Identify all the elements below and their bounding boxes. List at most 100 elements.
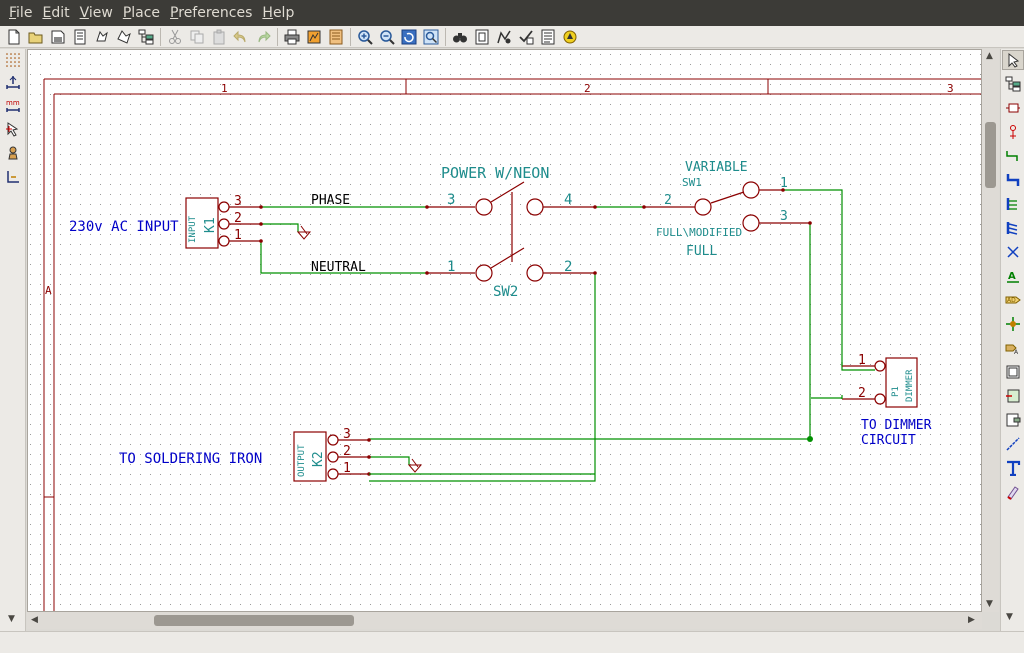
zoom-redraw-icon[interactable]	[398, 27, 420, 47]
vertical-scroll-thumb[interactable]	[985, 122, 996, 188]
scroll-up-icon[interactable]: ▲	[986, 51, 993, 61]
cursor-shape-icon[interactable]	[2, 119, 24, 139]
svg-text:AD: AD	[1007, 297, 1016, 304]
hierarchy-icon[interactable]	[1002, 74, 1024, 94]
bus-to-bus-entry-icon[interactable]	[1002, 218, 1024, 238]
open-schematic-icon[interactable]	[25, 27, 47, 47]
k1-ref: K1	[203, 217, 218, 233]
units-mm-icon[interactable]: mm	[2, 96, 24, 116]
units-inch-icon[interactable]	[2, 73, 24, 93]
global-label-icon[interactable]: AD	[1002, 290, 1024, 310]
schematic-setup-icon[interactable]	[325, 27, 347, 47]
k1-note: 230v AC INPUT	[69, 219, 179, 235]
paste-icon[interactable]	[208, 27, 230, 47]
zoom-fit-icon[interactable]	[420, 27, 442, 47]
load-project-icon[interactable]	[91, 27, 113, 47]
zoom-out-icon[interactable]	[376, 27, 398, 47]
place-net-label-icon[interactable]: A	[1002, 266, 1024, 286]
page-settings-icon[interactable]	[69, 27, 91, 47]
horizontal-scrollbar[interactable]: ◀ ▶	[27, 612, 982, 629]
status-bar	[0, 631, 1024, 653]
hierarchy-navigator-icon[interactable]	[135, 27, 157, 47]
annotate-icon[interactable]	[537, 27, 559, 47]
cut-icon[interactable]	[164, 27, 186, 47]
k2-ref: K2	[311, 451, 326, 467]
place-wire-icon[interactable]	[1002, 146, 1024, 166]
menu-edit[interactable]: Edit	[42, 5, 70, 21]
sw1-pin2: 2	[664, 193, 672, 208]
new-schematic-icon[interactable]	[3, 27, 25, 47]
toolbar-separator	[445, 27, 446, 46]
place-bus-icon[interactable]	[1002, 170, 1024, 190]
menu-bar: File Edit View Place Preferences Help	[0, 0, 1024, 26]
earth-marker-k1	[296, 225, 312, 240]
menu-preferences[interactable]: Preferences	[170, 5, 253, 21]
schematic-canvas[interactable]: 1 2 3 A	[27, 49, 982, 612]
sw1-position-label: FULL\MODIFIED	[656, 226, 742, 239]
frame-column-3: 3	[947, 82, 954, 95]
p1-note-line2: CIRCUIT	[861, 433, 916, 448]
copy-icon[interactable]	[186, 27, 208, 47]
horizontal-scroll-thumb[interactable]	[154, 615, 354, 626]
hierarchical-sheet-icon[interactable]	[1002, 362, 1024, 382]
svg-text:A: A	[1008, 271, 1016, 282]
scroll-left-icon[interactable]: ◀	[31, 615, 38, 625]
sw2-pin3: 3	[447, 192, 455, 208]
grid-toggle-icon[interactable]	[2, 50, 24, 70]
connector-k2: 3 2 1 OUTPUT K2	[293, 427, 371, 482]
plot-icon[interactable]	[303, 27, 325, 47]
frame-row-a: A	[45, 284, 52, 297]
junction-icon[interactable]	[1002, 314, 1024, 334]
graphic-line-icon[interactable]	[1002, 434, 1024, 454]
options-toolbar: mm	[0, 49, 26, 631]
svg-text:A: A	[1014, 349, 1019, 356]
place-component-icon[interactable]	[1002, 98, 1024, 118]
junction-dot	[807, 436, 813, 442]
print-icon[interactable]	[281, 27, 303, 47]
redo-icon[interactable]	[252, 27, 274, 47]
sw2-ref: SW2	[493, 284, 518, 300]
k1-pin3: 3	[234, 194, 242, 209]
place-sheet-pin-icon[interactable]	[1002, 410, 1024, 430]
menu-view[interactable]: View	[79, 5, 113, 21]
sw1-value: VARIABLE	[685, 160, 748, 175]
graphic-text-icon[interactable]	[1002, 458, 1024, 478]
sheet-frame	[43, 78, 981, 611]
import-sheet-pin-icon[interactable]	[1002, 386, 1024, 406]
sw2-value: POWER W/NEON	[441, 164, 549, 182]
undo-icon[interactable]	[230, 27, 252, 47]
netlist-icon[interactable]	[515, 27, 537, 47]
save-all-icon[interactable]	[47, 27, 69, 47]
k1-value: INPUT	[188, 215, 198, 243]
sw2-pin4: 4	[564, 192, 572, 208]
select-arrow-icon[interactable]	[1002, 50, 1024, 70]
library-editor-icon[interactable]	[471, 27, 493, 47]
sw1-ref: SW1	[682, 176, 702, 189]
scroll-down-icon[interactable]: ▼	[986, 599, 993, 609]
hierarchical-label-icon[interactable]: A	[1002, 338, 1024, 358]
wires	[260, 189, 875, 482]
left-toolbar-scroll-down-icon[interactable]: ▼	[8, 614, 15, 624]
save-project-icon[interactable]	[113, 27, 135, 47]
place-power-icon[interactable]	[1002, 122, 1024, 142]
wire-orientation-icon[interactable]	[2, 167, 24, 187]
frame-column-1: 1	[221, 82, 228, 95]
vertical-scrollbar[interactable]: ▲ ▼	[982, 49, 999, 612]
delete-item-icon[interactable]	[1002, 482, 1024, 502]
scroll-right-icon[interactable]: ▶	[968, 615, 975, 625]
menu-file[interactable]: File	[9, 5, 33, 21]
toolbar-scroll-down-icon[interactable]: ▼	[1006, 612, 1013, 622]
toolbar-separator	[160, 27, 161, 46]
library-browser-icon[interactable]	[493, 27, 515, 47]
erc-icon[interactable]	[559, 27, 581, 47]
find-icon[interactable]	[449, 27, 471, 47]
zoom-in-icon[interactable]	[354, 27, 376, 47]
connector-p1: 1 2 P1 DIMMER	[842, 353, 918, 408]
menu-place[interactable]: Place	[122, 5, 161, 21]
frame-column-2: 2	[584, 82, 591, 95]
menu-help[interactable]: Help	[262, 5, 295, 21]
no-connect-icon[interactable]	[1002, 242, 1024, 262]
hidden-pins-icon[interactable]	[2, 143, 24, 163]
wire-to-bus-entry-icon[interactable]	[1002, 194, 1024, 214]
